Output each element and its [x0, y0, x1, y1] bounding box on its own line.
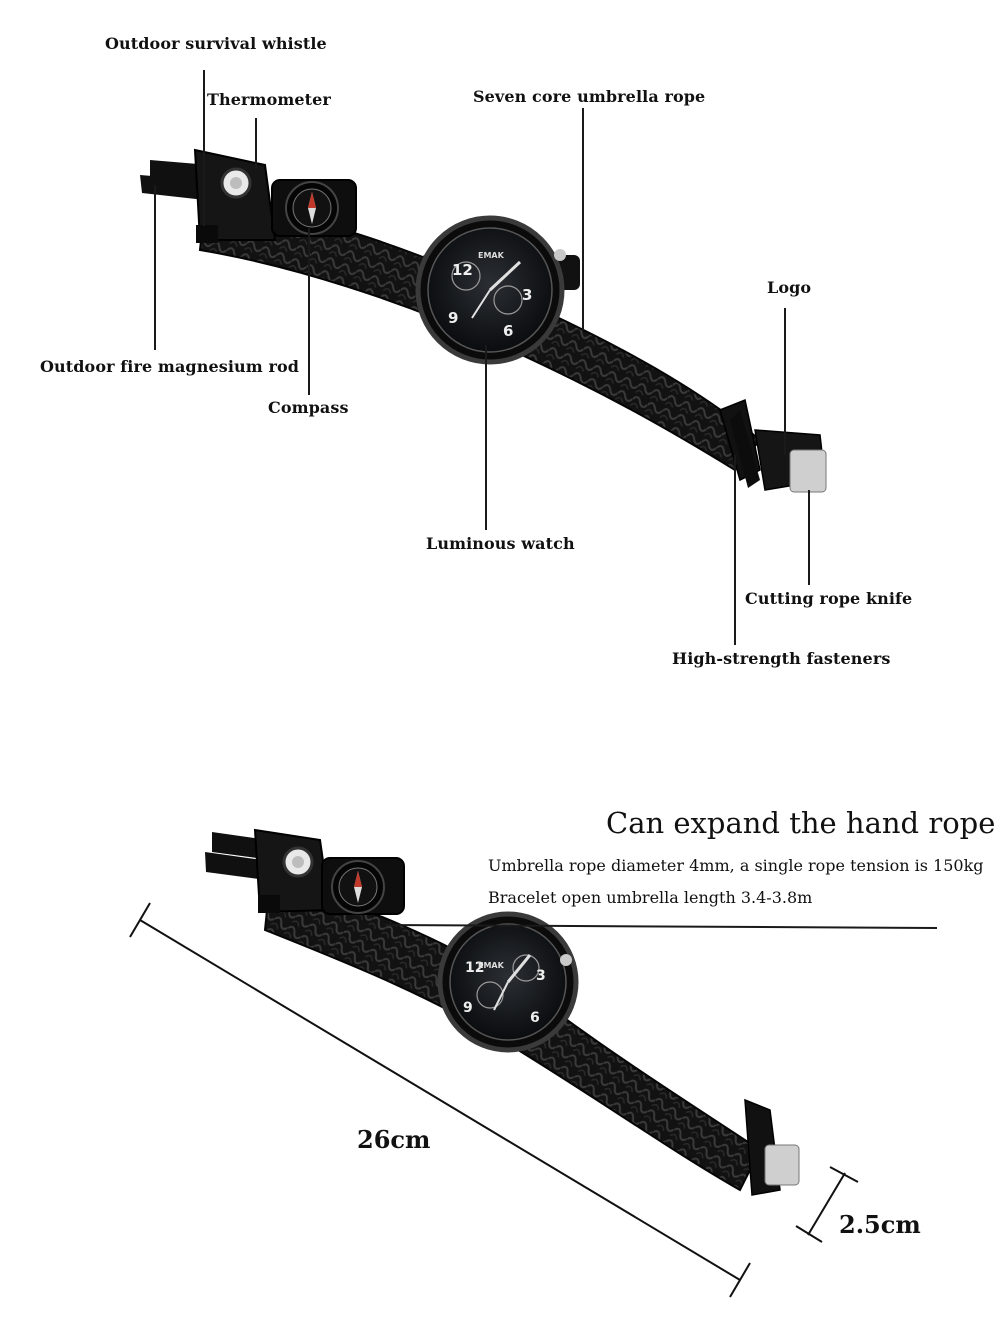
buckle-right — [719, 398, 827, 493]
width-dimension — [795, 1166, 859, 1243]
svg-text:12: 12 — [465, 960, 484, 976]
svg-text:6: 6 — [503, 322, 513, 340]
bracelet-diagram-top: 12 3 6 9 EMAK — [140, 70, 827, 645]
callout-whistle: Outdoor survival whistle — [105, 34, 327, 53]
spec-line-1: Umbrella rope diameter 4mm, a single rop… — [488, 856, 984, 875]
compass-dial — [271, 179, 357, 237]
callout-magnesium-rod: Outdoor fire magnesium rod — [40, 357, 300, 376]
watch-brand-bottom: EMAK — [478, 961, 505, 970]
thermometer-dial — [220, 167, 252, 199]
spec-line-2: Bracelet open umbrella length 3.4-3.8m — [488, 888, 813, 907]
svg-text:9: 9 — [448, 309, 458, 327]
callout-compass: Compass — [268, 398, 349, 417]
headline: Can expand the hand rope — [606, 806, 996, 840]
callout-rope: Seven core umbrella rope — [473, 87, 706, 106]
rope-leader-line — [384, 924, 938, 929]
width-label: 2.5cm — [839, 1210, 921, 1239]
callout-fasteners: High-strength fasteners — [672, 649, 891, 668]
length-label: 26cm — [357, 1125, 431, 1154]
leader-lines-top — [154, 70, 810, 645]
watch-case-2: 12 3 6 9 — [437, 911, 579, 1053]
svg-text:6: 6 — [530, 1010, 540, 1026]
buckle-left-2 — [205, 828, 332, 914]
buckle-right-2 — [744, 1098, 800, 1196]
compass-dial-2 — [321, 857, 405, 915]
callout-cutting-knife: Cutting rope knife — [745, 589, 913, 608]
callout-thermometer: Thermometer — [207, 90, 331, 109]
svg-text:9: 9 — [463, 1000, 473, 1016]
svg-text:12: 12 — [452, 261, 473, 279]
svg-text:3: 3 — [522, 286, 532, 304]
watch-case: 12 3 6 9 — [415, 215, 580, 365]
watch-brand-top: EMAK — [478, 251, 505, 260]
svg-text:3: 3 — [536, 968, 546, 984]
callout-luminous-watch: Luminous watch — [426, 534, 575, 553]
callout-logo: Logo — [767, 278, 812, 297]
length-dimension — [129, 902, 751, 1298]
